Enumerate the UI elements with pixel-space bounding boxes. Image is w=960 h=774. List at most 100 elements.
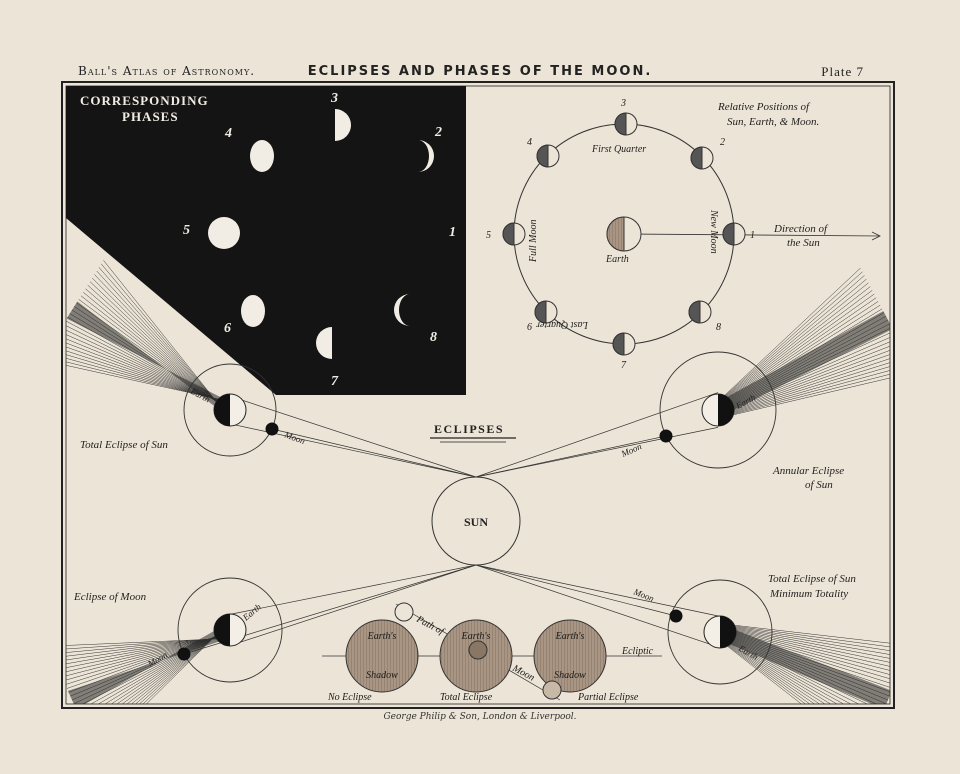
moon-orbit-bl <box>177 577 283 683</box>
orbit-moon-3 <box>614 112 638 136</box>
shadow-disc-no-eclipse <box>345 619 419 693</box>
orbit-num-6: 6 <box>527 322 532 333</box>
shadow-3-shadow: Shadow <box>554 670 586 681</box>
orbit-num-1: 1 <box>750 230 755 241</box>
positions-labels: Relative Positions of Sun, Earth, & Moon… <box>486 98 829 371</box>
tl-moon-label: Moon <box>282 429 307 446</box>
moon-tl <box>265 422 279 436</box>
atlas-name: Ball's Atlas of Astronomy. <box>78 64 256 78</box>
moon-path-label: Moon <box>510 662 537 683</box>
phase-num-3: 3 <box>330 91 338 106</box>
partial-eclipse-label: Partial Eclipse <box>577 692 639 703</box>
annular-label-2: of Sun <box>805 479 833 491</box>
bl-earth-label: Earth <box>240 601 263 623</box>
earth-system-br <box>667 579 773 685</box>
phase-num-8: 8 <box>430 330 437 345</box>
orbit-num-4: 4 <box>527 137 532 148</box>
shadow-diagram: Earth's Shadow Earth's Earth's Shadow Pa… <box>322 602 662 703</box>
direction-label-1: Direction of <box>773 223 829 235</box>
orbit-moon-8 <box>688 300 712 324</box>
phase-4-gibbous <box>250 140 274 172</box>
phase-2-crescent <box>418 140 434 172</box>
moon-orbit-br <box>667 579 773 685</box>
orbit-moon-5 <box>502 222 526 246</box>
first-quarter-label: First Quarter <box>591 144 646 155</box>
orbit-moon-6 <box>534 300 558 324</box>
phase-8-crescent <box>394 294 410 326</box>
earth-system-tl <box>183 363 279 457</box>
sun-disc <box>431 476 521 566</box>
phase-7-half-moon <box>316 327 332 359</box>
orbit-num-2: 2 <box>720 137 725 148</box>
orbit-num-7: 7 <box>621 360 627 371</box>
total-min-label-2: Minimum Totality <box>769 588 848 600</box>
moon-br <box>669 609 683 623</box>
total-eclipse-label: Total Eclipse <box>440 692 493 703</box>
full-moon-label: Full Moon <box>528 220 539 264</box>
orbit-moon-7 <box>612 332 636 356</box>
earth-system-tr <box>659 351 777 469</box>
earth-systems <box>177 351 777 685</box>
eclipse-moon-label: Eclipse of Moon <box>73 591 147 603</box>
orbit-moons <box>502 112 746 356</box>
orbit-num-8: 8 <box>716 322 721 333</box>
orbit-num-5: 5 <box>486 230 491 241</box>
publisher-imprint: George Philip & Son, London & Liverpool. <box>383 712 577 722</box>
moon-tr <box>659 429 673 443</box>
shadow-3-earths: Earth's <box>555 631 585 642</box>
orbit-num-3: 3 <box>620 98 626 109</box>
moon-bl <box>177 647 191 661</box>
phase-num-4: 4 <box>224 126 232 141</box>
last-quarter-label: Last Quarter <box>536 319 589 330</box>
tl-earth-label: Earth <box>188 385 212 404</box>
moon-orbit-tr <box>659 351 777 469</box>
no-eclipse-label: No Eclipse <box>327 692 372 703</box>
total-min-label-1: Total Eclipse of Sun <box>768 573 856 585</box>
plate-frame-outer <box>61 81 895 709</box>
moon-partial <box>542 680 562 700</box>
shadow-2-earths: Earth's <box>461 631 491 642</box>
phase-numbers: 1 2 3 4 5 6 7 8 <box>183 91 456 389</box>
sun-direction-arrow <box>871 231 881 241</box>
earth-label: Earth <box>605 254 629 265</box>
new-moon-label: New Moon <box>708 209 719 254</box>
path-of-label: Path of <box>414 613 447 637</box>
moon-orbit-tl <box>183 363 277 457</box>
orbit-moon-2 <box>690 146 714 170</box>
phase-3-half-moon <box>335 109 351 141</box>
orbit-moon-1 <box>722 222 746 246</box>
positions-title-1: Relative Positions of <box>717 101 811 113</box>
ecliptic-label: Ecliptic <box>621 646 654 657</box>
plate-frame-inner <box>65 85 891 705</box>
sun-direction-line <box>623 233 881 237</box>
phase-num-7: 7 <box>331 374 339 389</box>
phases-title-1: CORRESPONDING <box>80 93 209 108</box>
phase-num-1: 1 <box>449 225 456 240</box>
direction-label-2: the Sun <box>787 237 820 249</box>
annular-label-1: Annular Eclipse <box>772 465 844 477</box>
sun-tangent-lines <box>183 392 721 655</box>
shadow-rays <box>66 260 890 704</box>
phase-num-6: 6 <box>224 321 231 336</box>
br-moon-label: Moon <box>631 586 656 604</box>
shadow-1-shadow: Shadow <box>366 670 398 681</box>
phase-num-5: 5 <box>183 223 190 238</box>
positions-title-2: Sun, Earth, & Moon. <box>727 116 819 128</box>
moon-start <box>394 602 414 622</box>
eclipse-diagrams <box>66 260 890 704</box>
phase-num-2: 2 <box>434 125 442 140</box>
shadow-disc-partial-eclipse <box>533 619 607 693</box>
shadow-1-earths: Earth's <box>367 631 397 642</box>
orbit-moon-4 <box>536 144 560 168</box>
phases-panel <box>66 86 466 395</box>
phase-5-full-moon <box>208 217 240 249</box>
plate-title: ECLIPSES AND PHASES OF THE MOON. <box>307 64 653 79</box>
total-eclipse-sun-label: Total Eclipse of Sun <box>80 439 168 451</box>
eclipses-heading: ECLIPSES <box>434 422 504 436</box>
sun-label: SUN <box>464 515 488 529</box>
tr-moon-label: Moon <box>619 441 644 459</box>
plate-number: Plate 7 <box>821 64 864 79</box>
phase-6-gibbous <box>241 295 265 327</box>
